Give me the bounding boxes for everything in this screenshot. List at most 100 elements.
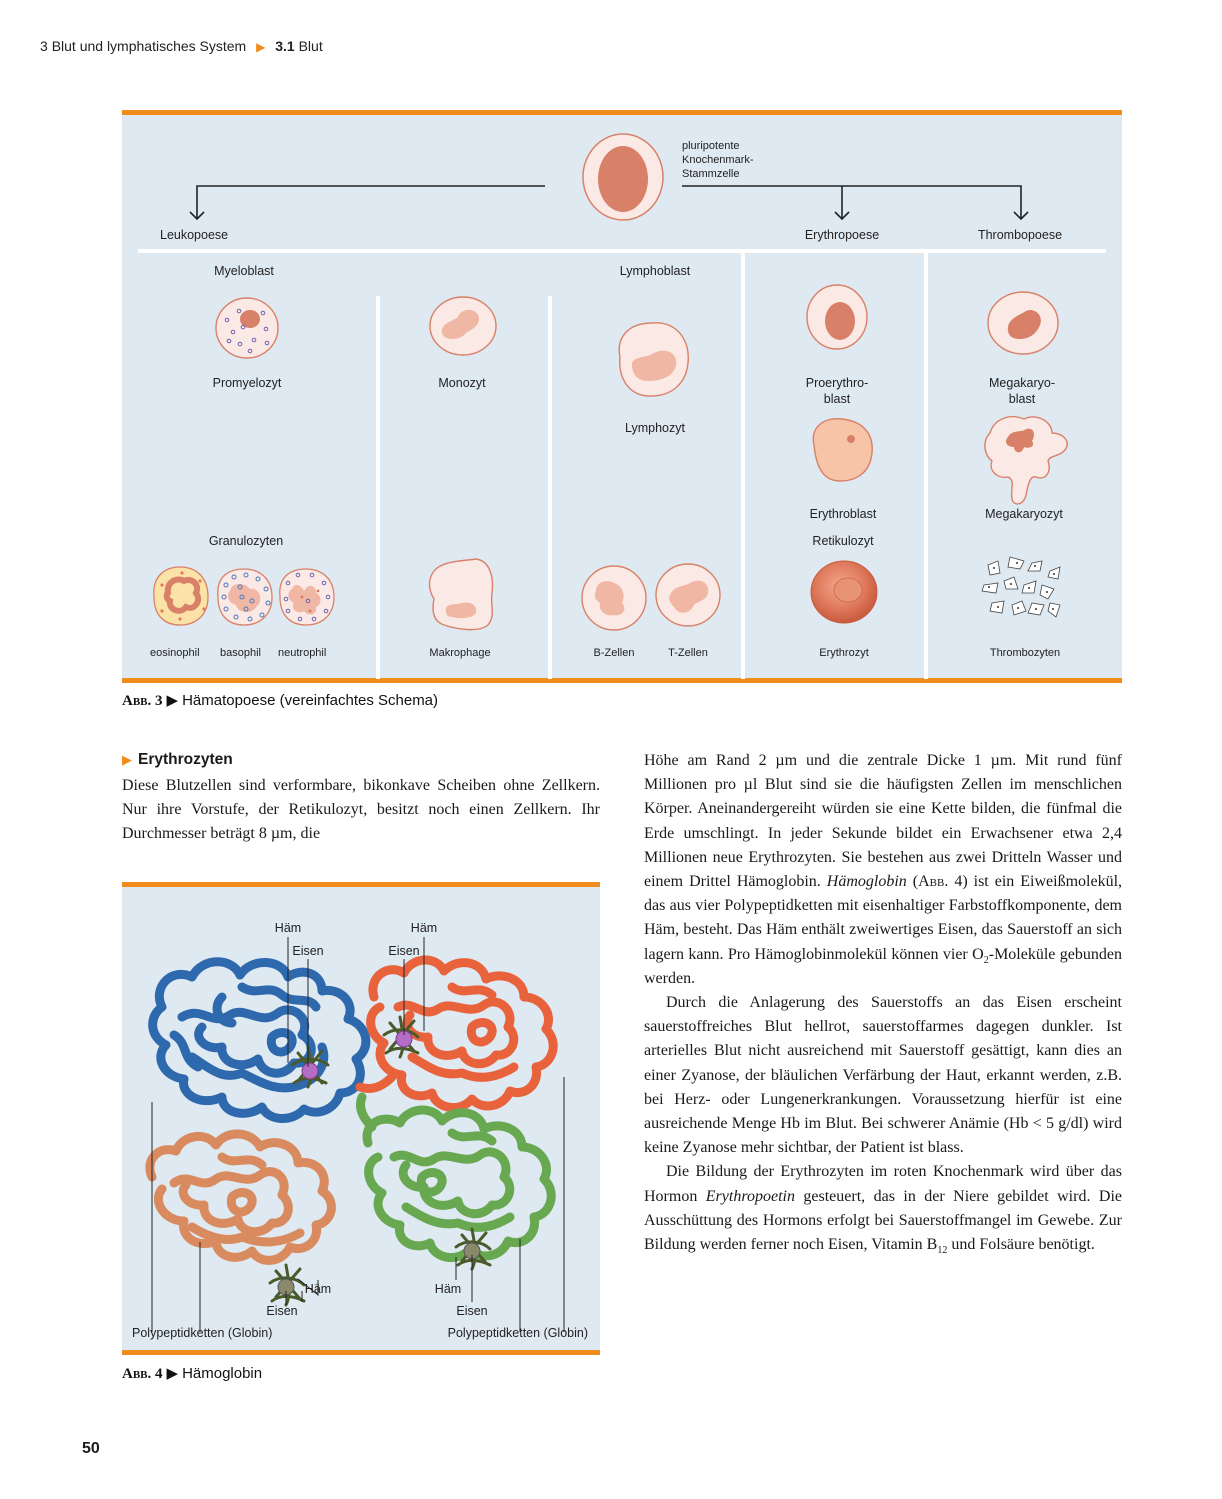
lymphozyt-cell	[618, 322, 689, 397]
label-t-zellen: T-Zellen	[668, 647, 708, 659]
haematopoese-diagram: pluripotente Knochenmark- Stammzelle Leu…	[138, 133, 1106, 679]
running-header: 3 Blut und lymphatisches System ▶ 3.1 Bl…	[40, 38, 323, 54]
label-erythropoese: Erythropoese	[805, 228, 879, 242]
t-zellen-cell	[655, 563, 721, 627]
makrophage-cell	[428, 558, 494, 631]
label-eisen-top-left: Eisen	[292, 944, 323, 958]
label-eisen-bottom-left: Eisen	[266, 1304, 297, 1318]
thrombozyten-dots	[988, 562, 1055, 610]
label-eisen-top-right: Eisen	[388, 944, 419, 958]
figure-haemoglobin: Häm Eisen Häm Eisen Häm Eisen Häm Eisen …	[122, 882, 600, 1355]
term-haemoglobin: Hämoglobin	[826, 873, 907, 891]
thrombozyten-cluster	[981, 556, 1061, 618]
tan-globin-chain	[145, 1129, 336, 1265]
neutrophil-cell	[279, 568, 335, 626]
label-leukopoese: Leukopoese	[160, 228, 228, 242]
label-globin-left: Polypeptidketten (Globin)	[132, 1326, 272, 1340]
megakaryoblast-cell	[987, 291, 1059, 355]
proerythroblast-cell	[806, 284, 868, 350]
red-globin-chain	[355, 955, 558, 1112]
branch-lines	[189, 185, 1029, 221]
blue-globin-chain	[148, 957, 371, 1123]
label-proerythroblast-2: blast	[824, 392, 851, 406]
figure3-caption-abbr: Abb. 3	[122, 693, 163, 709]
megakaryozyt-cell	[984, 415, 1068, 505]
label-eisen-bottom-right: Eisen	[456, 1304, 487, 1318]
section-number: 3.1	[275, 38, 295, 54]
figure4-reference: Abb. 4	[918, 873, 963, 891]
label-globin-right: Polypeptidketten (Globin)	[448, 1326, 588, 1340]
page-number: 50	[82, 1440, 100, 1457]
paragraph-3: Die Bildung der Erythrozyten im roten Kn…	[644, 1160, 1122, 1257]
erythroblast-cell	[812, 418, 873, 482]
figure-haematopoese: pluripotente Knochenmark- Stammzelle Leu…	[122, 110, 1122, 683]
monozyt-cell	[429, 296, 497, 356]
label-thrombozyten: Thrombozyten	[990, 647, 1060, 659]
basophil-cell	[217, 568, 273, 626]
eosinophil-cell	[153, 566, 209, 626]
b-zellen-cell	[581, 565, 647, 631]
column-separators	[138, 249, 1106, 679]
paragraph-3-text-a: Die Bildung der Erythrozyten im roten Kn…	[644, 1163, 1122, 1205]
triangle-icon: ▶	[256, 40, 266, 54]
green-globin-chain	[355, 1092, 556, 1262]
section-heading: ▶ Erythrozyten	[122, 751, 233, 769]
chapter-number: 3	[40, 38, 48, 54]
subscript-2: 2	[983, 954, 989, 966]
label-retikulozyt: Retikulozyt	[812, 534, 874, 548]
label-erythrozyt: Erythrozyt	[819, 647, 869, 659]
paragraph-1-text-b: ) ist ein Eiweißmolekül, das aus vier Po…	[644, 873, 1123, 963]
paragraph-2: Durch die Anlagerung des Sauerstoffs an …	[644, 994, 1122, 1157]
subscript-12: 12	[937, 1245, 948, 1257]
figure4-caption-text: Hämoglobin	[182, 1365, 263, 1382]
label-haem-bottom-right: Häm	[435, 1282, 461, 1296]
label-erythroblast: Erythroblast	[810, 507, 877, 521]
label-megakaryozyt: Megakaryozyt	[985, 507, 1063, 521]
figure3-caption-text: Hämatopoese (vereinfachtes Schema)	[182, 692, 439, 709]
section-heading-text: Erythrozyten	[138, 751, 233, 768]
haemoglobin-diagram: Häm Eisen Häm Eisen Häm Eisen Häm Eisen …	[132, 921, 588, 1340]
paragraph-1-text-a: Höhe am Rand 2 µm und die zentrale Dicke…	[644, 752, 1122, 891]
paragraph-intro: Diese Blutzellen sind verformbare, bikon…	[122, 777, 600, 843]
figure3-caption: Abb. 3▶Hämatopoese (vereinfachtes Schema…	[122, 691, 438, 710]
paragraph-3-text-c: und Folsäure benötigt.	[947, 1236, 1095, 1254]
paragraph-1: Höhe am Rand 2 µm und die zentrale Dicke…	[644, 749, 1122, 991]
paragraph-1-text-c: -Moleküle gebunden werden.	[644, 945, 1122, 987]
label-megakaryoblast-1: Megakaryo-	[989, 376, 1055, 390]
promyelozyt-cell	[215, 297, 279, 359]
label-haem-top-left: Häm	[275, 921, 301, 935]
label-basophil: basophil	[220, 647, 261, 659]
left-column: Diese Blutzellen sind verformbare, bikon…	[122, 774, 600, 847]
paragraph-1-paren: (	[906, 873, 919, 891]
term-erythropoetin: Erythropoetin	[705, 1187, 795, 1205]
stem-cell-label-2: Knochenmark-	[682, 154, 754, 166]
label-eosinophil: eosinophil	[150, 647, 200, 659]
stem-cell-label-1: pluripotente	[682, 140, 740, 152]
label-monozyt: Monozyt	[438, 376, 486, 390]
stem-cell	[582, 133, 664, 221]
triangle-icon: ▶	[166, 1365, 179, 1382]
label-granulozyten: Granulozyten	[209, 534, 283, 548]
label-haem-top-right: Häm	[411, 921, 437, 935]
triangle-icon: ▶	[122, 752, 132, 767]
figure4-caption-abbr: Abb. 4	[122, 1366, 163, 1382]
paragraph-3-text-b: gesteuert, das in der Niere gebildet wir…	[644, 1187, 1123, 1254]
label-makrophage: Makrophage	[429, 647, 490, 659]
label-lymphozyt: Lymphozyt	[625, 421, 686, 435]
erythrozyt-cell	[810, 560, 878, 624]
label-neutrophil: neutrophil	[278, 647, 326, 659]
figure4-caption: Abb. 4▶Hämoglobin	[122, 1364, 262, 1383]
right-column: Höhe am Rand 2 µm und die zentrale Dicke…	[644, 749, 1122, 1257]
label-proerythroblast-1: Proerythro-	[806, 376, 869, 390]
stem-cell-label-3: Stammzelle	[682, 168, 739, 180]
triangle-icon: ▶	[166, 692, 179, 709]
label-promyelozyt: Promyelozyt	[213, 376, 282, 390]
chapter-title: Blut und lymphatisches System	[51, 38, 247, 54]
label-b-zellen: B-Zellen	[594, 647, 635, 659]
leader-lines	[151, 937, 565, 1332]
label-myeloblast: Myeloblast	[214, 264, 274, 278]
label-haem-bottom-left: Häm	[305, 1282, 331, 1296]
label-megakaryoblast-2: blast	[1009, 392, 1036, 406]
label-thrombopoese: Thrombopoese	[978, 228, 1062, 242]
label-lymphoblast: Lymphoblast	[620, 264, 691, 278]
